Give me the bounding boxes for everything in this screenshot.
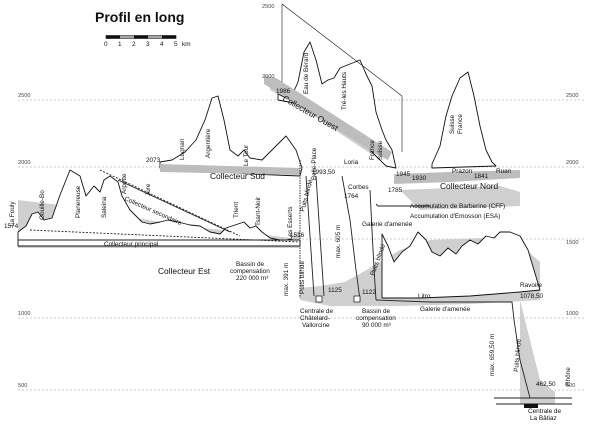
elev-label-right-500: 500	[566, 383, 575, 389]
label-collecteur-nord: Collecteur Nord	[440, 181, 499, 191]
label-centrale1-line1: Centrale de	[300, 308, 333, 315]
elev-value-1574: 1574	[4, 223, 19, 230]
peak-label-prazon: Prazon	[452, 168, 473, 175]
label-bassin1-line1: Bassin de	[236, 261, 265, 268]
elev-value-462-50: 462,50	[536, 381, 556, 388]
peak-label-suisse-1: Suisse	[377, 140, 384, 160]
elev-label-right-1000: 1000	[566, 311, 578, 317]
label-puits-blinde-1: Puits blindé	[299, 178, 314, 212]
peak-label-tre-les-hauts: Tré-les Hauts	[341, 72, 348, 110]
peak-label-eau-de-berard: Eau de Bérard	[303, 52, 310, 94]
label-bassin1-line3: 220 000 m³	[236, 275, 268, 282]
peak-label-la-fouly: La Fouly	[9, 201, 16, 226]
scale-tick-4: 4	[160, 41, 164, 48]
elevation-values: 1986 2073 1993,50 1945 1930 1841 1785 17…	[4, 88, 556, 388]
elev-value-1986: 1986	[276, 88, 291, 95]
elev-value-1930: 1930	[412, 175, 427, 182]
scale-tick-1: 1	[118, 41, 122, 48]
label-rhone: Rhône	[565, 367, 572, 386]
label-bassin2-line2: compensation	[356, 315, 396, 322]
label-centrale2-line1: Centrale de	[528, 408, 561, 415]
elev-value-1785: 1785	[388, 187, 403, 194]
peak-label-jure: Jure	[145, 183, 152, 196]
diagram-title: Profil en long	[95, 9, 184, 25]
elev-label-left-500: 500	[18, 383, 27, 389]
label-bassin1-line2: compensation	[230, 268, 270, 275]
peak-label-loria: Loria	[344, 159, 359, 166]
elev-label-left-2000: 2000	[18, 160, 30, 166]
label-collecteur-principal: Collecteur principal	[104, 241, 158, 248]
label-corbes: Corbes	[348, 184, 369, 191]
scale-tick-5: 5	[174, 41, 178, 48]
label-centrale2-line2: La Bâtiaz	[530, 415, 557, 422]
elev-label-left-2500: 2500	[18, 93, 30, 99]
peak-labels: La Fouly Gouille-Bo Planereuse Saleina A…	[9, 52, 512, 226]
label-collecteur-sud: Collecteur Sud	[210, 171, 265, 181]
label-bassin2-line3: 90 000 m³	[362, 322, 391, 329]
label-collecteur-est: Collecteur Est	[158, 266, 211, 276]
peak-label-argentiere: Argentière	[205, 128, 212, 158]
peak-label-suisse-2: Suisse	[449, 114, 456, 134]
label-centrale1-line3: Vallorcine	[302, 322, 330, 329]
top-elev-2500: 2500	[262, 4, 274, 10]
scale-tick-3: 3	[146, 41, 150, 48]
peak-label-belle-place: Belle-Place	[311, 147, 318, 180]
scale-unit: km	[182, 41, 191, 48]
elev-label-right-2500: 2500	[566, 93, 578, 99]
elev-value-1125: 1125	[328, 287, 342, 294]
label-puits-blinde-4: Puits blindé	[513, 338, 523, 372]
peak-label-ruan: Ruan	[496, 168, 512, 175]
label-ravoire: Ravoire	[520, 282, 542, 289]
elev-value-1078-50: 1078,50	[520, 293, 544, 300]
label-puits-blinde-2: Puits blindé	[299, 261, 306, 294]
peak-label-arpette: Arpette	[121, 173, 128, 194]
elev-label-left-1000: 1000	[18, 311, 30, 317]
top-elev-2000: 2000	[262, 74, 274, 80]
peak-label-planereuse: Planereuse	[75, 185, 82, 218]
label-les-esserts: Les Esserts	[287, 207, 294, 240]
collector-network	[18, 76, 572, 408]
elev-label-right-2000: 2000	[566, 160, 578, 166]
peak-label-saleina: Saleina	[101, 196, 108, 218]
label-accum-emosson: Accumulation d'Emosson (ESA)	[410, 213, 500, 220]
peak-label-gouille-bo: Gouille-Bo	[39, 190, 46, 220]
peak-label-france-1: France	[369, 140, 376, 160]
elev-value-1841: 1841	[474, 173, 489, 180]
label-centrale1-line2: Châtelard-	[300, 315, 330, 322]
elev-value-1122: 1122	[362, 289, 376, 296]
label-accum-barberine: Accumulation de Barberine (CFF)	[410, 203, 505, 210]
peak-label-trient: Trient	[233, 202, 240, 218]
scale-tick-0: 0	[104, 41, 108, 48]
elev-value-1993-50: 1993,50	[312, 169, 336, 176]
inset-diagonal-top	[281, 3, 403, 97]
elev-value-1764: 1764	[344, 193, 359, 200]
label-galerie-amenee-2: Galerie d'amenée	[420, 306, 471, 313]
label-max-659: max. 659,50 m	[489, 334, 496, 376]
label-max-605: max. 605 m	[335, 225, 342, 258]
peak-label-france-2: France	[457, 114, 464, 134]
scale-tick-2: 2	[132, 41, 136, 48]
feature-labels: Collecteur Ouest Collecteur Sud Collecte…	[104, 93, 572, 422]
label-bassin2-line1: Bassin de	[362, 308, 391, 315]
elev-value-1516: 1516	[290, 232, 305, 239]
elev-value-1945: 1945	[396, 171, 411, 178]
peak-label-lognan: Lognan	[179, 138, 186, 160]
elev-value-2073: 2073	[146, 157, 161, 164]
peak-label-tsant-noir: Tsant-Noir	[255, 196, 262, 226]
label-litro: Litro	[418, 293, 431, 300]
peak-label-le-tour: Le Tour	[243, 144, 250, 166]
label-max-391: max. 391 m	[283, 263, 290, 296]
label-galerie-amenee-1: Galerie d'amenée	[362, 221, 413, 228]
scale-bar: 0 1 2 3 4 5 km	[104, 35, 191, 48]
elev-label-right-1500: 1500	[566, 240, 578, 246]
